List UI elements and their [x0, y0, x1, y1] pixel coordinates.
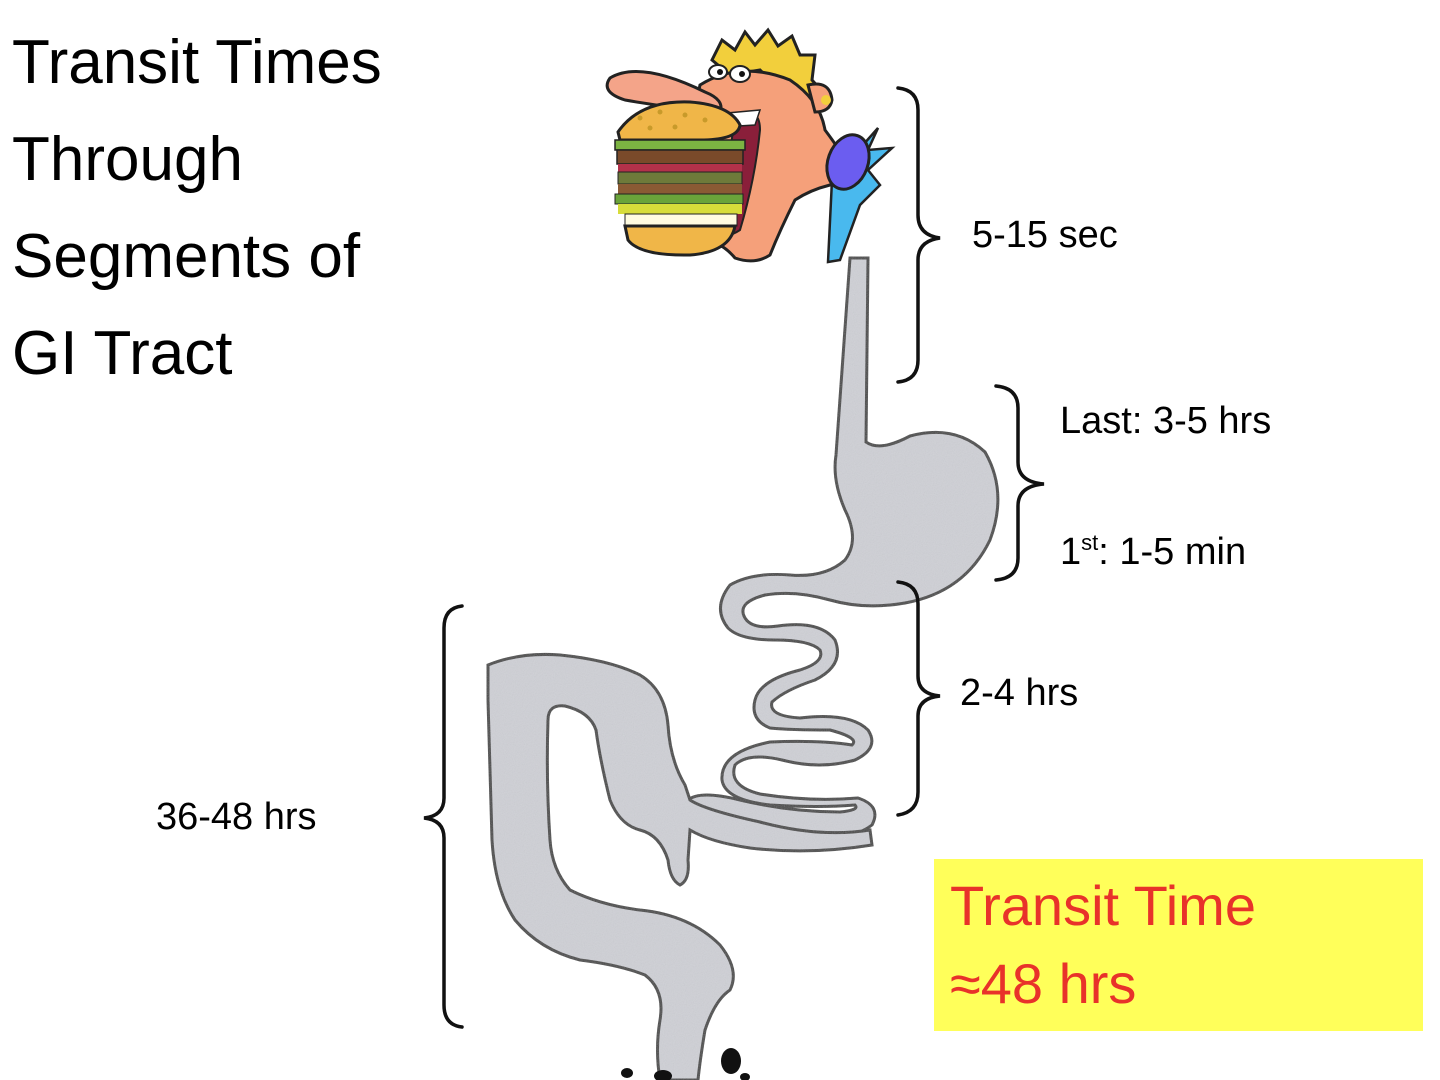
- brace-esophagus: [896, 86, 941, 384]
- braces: [423, 86, 1045, 1029]
- title-line-2: Through: [12, 125, 243, 194]
- title-line-4: GI Tract: [12, 319, 233, 388]
- label-large-intestine-time: 36-48 hrs: [156, 796, 317, 838]
- callout-title: Transit Time: [950, 874, 1256, 937]
- stomach-first-duration: : 1-5 min: [1098, 531, 1247, 573]
- title-line-1: Transit Times: [12, 28, 382, 97]
- brace-stomach: [994, 384, 1045, 582]
- label-esophagus-time: 5-15 sec: [972, 214, 1118, 256]
- label-stomach-first: 1st: 1-5 min: [1060, 530, 1246, 574]
- stomach-first-ordinal: st: [1081, 530, 1099, 555]
- callout-value: ≈48 hrs: [950, 952, 1137, 1015]
- brace-large-intestine: [423, 604, 464, 1029]
- hamburger: [614, 100, 746, 257]
- stomach-first-number: 1: [1060, 531, 1082, 573]
- brace-small-intestine: [896, 580, 941, 817]
- diagram-title: Transit Times Through Segments of GI Tra…: [12, 14, 382, 402]
- large-intestine-shape: [486, 652, 874, 1080]
- feces-dots: [621, 1048, 750, 1080]
- label-stomach-last: Last: 3-5 hrs: [1060, 400, 1272, 442]
- label-small-intestine-time: 2-4 hrs: [960, 672, 1079, 714]
- title-line-3: Segments of: [12, 222, 361, 291]
- cartoon-man-eating-burger: [605, 27, 896, 264]
- total-transit-callout: Transit Time ≈48 hrs: [934, 859, 1423, 1031]
